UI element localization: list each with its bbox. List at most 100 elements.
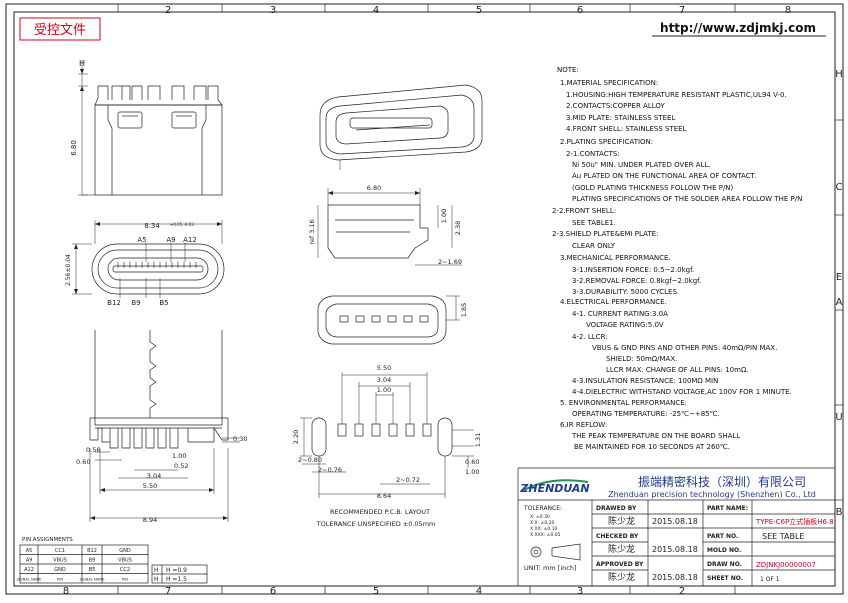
dim-550: 5.50 — [143, 482, 157, 490]
approved-by-name: 陈少龙 — [608, 571, 635, 583]
dim-width-834: 8.34 — [144, 222, 160, 230]
row-label-1: H — [835, 69, 843, 80]
col-label-bottom-6: 3 — [577, 586, 583, 597]
dim-ref-316: ref 3.16 — [308, 219, 316, 244]
pin-label-b9: B9 — [131, 299, 140, 307]
col-label-bottom-2: 7 — [165, 586, 171, 597]
controlled-doc-stamp: 受控文件 — [34, 23, 86, 38]
col-label-top-4: 5 — [476, 5, 482, 16]
tolerance-line-2: X.X: ±0.20 — [530, 520, 554, 526]
col-label-bottom-7: 2 — [679, 586, 685, 597]
dim-056: 0.56 — [86, 446, 100, 454]
pin-label-b5: B5 — [159, 299, 168, 307]
col-label-bottom-1: 8 — [63, 586, 69, 597]
note-line: 2-1.CONTACTS: — [566, 150, 620, 158]
col-label-top-5: 6 — [577, 5, 583, 16]
row-label-6: B — [836, 507, 843, 518]
pin-cell-2-3: CC2 — [120, 567, 130, 573]
note-line: VBUS & GND PINS AND OTHER PINS: 40mΩ/PIN… — [592, 344, 778, 352]
row-label-5: U — [835, 412, 842, 423]
top-grid-ticks — [117, 4, 843, 594]
pin-cell-0-0: A5 — [26, 548, 33, 554]
note-line: 4-4.DIELECTRIC WITHSTAND VOLTAGE,AC 100V… — [572, 388, 792, 396]
note-line: 3-1.INSERTION FORCE: 0.5~2.0kgf. — [572, 266, 695, 274]
col-label-bottom-5: 4 — [476, 586, 482, 597]
pcb-dim-076: 2~0.76 — [318, 466, 342, 474]
h-row-2-key: H — [154, 576, 159, 583]
pin-table-title: PIN ASSIGNMENTS — [22, 537, 73, 543]
logo-swoosh — [523, 479, 589, 491]
checked-by-name: 陈少龙 — [608, 543, 635, 555]
dim-width-834-tol: +0.05 -0.03 — [170, 222, 194, 227]
h-value-table — [151, 564, 208, 584]
pin-label-a12: A12 — [183, 236, 197, 244]
pcb-dim-080: 2~0.80 — [298, 456, 322, 464]
pin-label-a9: A9 — [166, 236, 175, 244]
pcb-dim-304: 3.04 — [377, 376, 391, 384]
dim-304: 3.04 — [147, 472, 161, 480]
sheet-no-label: SHEET NO. — [707, 575, 743, 582]
note-line: Ni 50u" MIN. UNDER PLATED OVER ALL. — [572, 161, 711, 169]
note-line: 2.PLATING SPECIFICATION: — [560, 138, 654, 146]
tolerance-line-1: X: ±0.30 — [530, 514, 550, 520]
projection-symbol-cone — [551, 543, 581, 561]
part-name-value: TYPE-C6P立式插板H6.8 — [755, 517, 834, 526]
note-line: LLCR MAX. CHANGE OF ALL PINS: 10mΩ. — [606, 366, 749, 374]
note-line: Au PLATED ON THE FUNCTIONAL AREA OF CONT… — [572, 172, 757, 180]
part-name-label: PART NAME: — [707, 505, 748, 512]
drawn-date: 2015.08.18 — [652, 517, 698, 526]
note-line: PLATING SPECIFICATIONS OF THE SOLDER ARE… — [572, 195, 803, 203]
note-line: 3-2.REMOVAL FORCE: 0.8kgf~2.0kgf. — [572, 277, 702, 285]
note-line: 1.MATERIAL SPECIFICATION: — [560, 79, 659, 87]
pcb-dim-220: 2.20 — [292, 430, 300, 444]
unit-label: UNIT: mm [inch] — [524, 564, 576, 572]
dim-185: 1.85 — [460, 303, 468, 317]
pin-assignments-table — [19, 544, 149, 584]
note-line: 6.IR REFLOW: — [560, 421, 608, 429]
inner-border — [13, 11, 836, 587]
outer-border — [5, 3, 844, 595]
company-name-cn: 振端精密科技（深圳）有限公司 — [638, 474, 806, 489]
note-line: 2-3.SHIELD PLATE&EMI PLATE: — [552, 230, 659, 238]
row-label-3: E — [836, 272, 842, 283]
pcb-dim-550: 5.50 — [377, 364, 391, 372]
pcb-dim-060: 0.60 — [465, 458, 479, 466]
note-line: 2.CONTACTS:COPPER ALLOY — [566, 102, 665, 110]
note-line: 3-3.DURABILITY: 5000 CYCLES. — [572, 288, 680, 296]
tolerance-line-3: X.XX: ±0.10 — [530, 526, 558, 532]
mold-no-label: MOLD NO. — [707, 547, 741, 554]
note-line: 5. ENVIRONMENTAL PERFORMANCE: — [560, 399, 688, 407]
note-line: VOLTAGE RATING:5.0V — [586, 321, 664, 329]
col-label-bottom-4: 5 — [373, 586, 379, 597]
sheet-no-value: 1 OF 1 — [760, 576, 780, 583]
pin-cell-1-3: VBUS — [118, 558, 132, 564]
tolerance-caption: TOLERANCE UNSPECIFIED ±0.05mm — [316, 520, 436, 528]
company-logo: ZHENDUAN — [519, 482, 589, 495]
dim-052: 0.52 — [174, 462, 188, 470]
h-row-1-key: H — [154, 567, 159, 574]
pin-cell-0-1: CC1 — [55, 548, 65, 554]
side-profile-view — [317, 188, 462, 266]
dim-894: 8.94 — [143, 516, 157, 524]
note-line: 1.HOUSING:HIGH TEMPERATURE RESISTANT PLA… — [566, 91, 787, 99]
note-line: 3.MECHANICAL PERFORMANCE. — [560, 254, 671, 262]
pcb-dim-100: 1.00 — [377, 386, 391, 394]
pin-cell-3-0: SIGNAL NAME — [17, 578, 43, 582]
pcb-dim-072: 2~0.72 — [396, 476, 420, 484]
part-no-label: PART NO. — [707, 533, 738, 540]
pcb-dim-100r: 1.00 — [465, 468, 479, 476]
col-label-top-2: 3 — [270, 5, 276, 16]
note-line: (GOLD PLATING THICKNESS FOLLOW THE P/N) — [572, 184, 734, 192]
pcb-layout-view — [300, 372, 474, 498]
pin-cell-1-1: VBUS — [53, 558, 67, 564]
dim-h-marker: H — [79, 59, 85, 68]
projection-symbol-inner — [533, 549, 539, 555]
projection-symbol-circle — [530, 546, 542, 558]
h-row-1-value: H =0.9 — [166, 567, 187, 574]
row-label-4: A — [836, 297, 843, 308]
drawn-by-name: 陈少龙 — [608, 515, 635, 527]
pin-cell-3-1: PIN — [57, 578, 63, 582]
dim-060-left: 0.60 — [76, 458, 90, 466]
